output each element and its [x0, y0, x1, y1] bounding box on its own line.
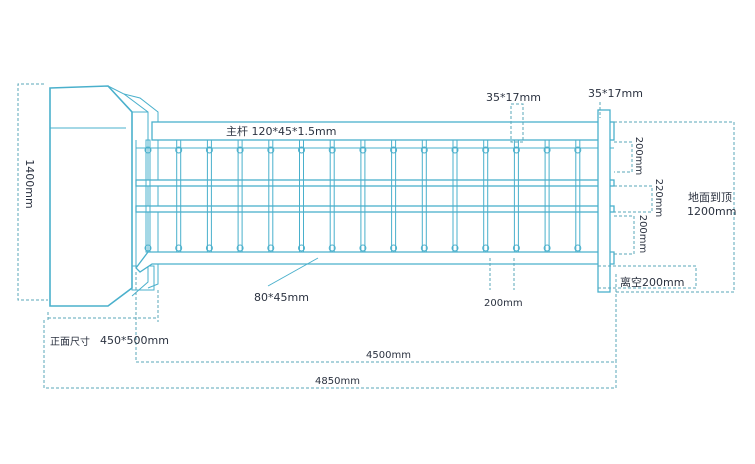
baluster-rivet: [543, 146, 551, 154]
baluster: [421, 139, 427, 253]
baluster: [391, 139, 397, 253]
dim-arm: [135, 272, 617, 363]
baluster: [483, 139, 489, 253]
baluster: [299, 139, 304, 253]
baluster-rivet: [512, 146, 520, 154]
label-gap-top: 200mm: [633, 137, 644, 176]
baluster: [544, 139, 550, 253]
label-main-bar: 主杆 120*45*1.5mm: [226, 124, 336, 138]
dim-total: [43, 320, 617, 389]
baluster-rivet: [359, 244, 367, 252]
balusters: [144, 139, 582, 253]
baluster-rivet: [328, 146, 336, 154]
baluster-rivet: [236, 244, 244, 252]
labels: 1400mm 主杆 120*45*1.5mm 35*17mm 35*17mm 2…: [23, 87, 736, 387]
label-post-right: 35*17mm: [588, 87, 643, 100]
baluster-rivet: [482, 244, 490, 252]
baluster-rivet: [512, 244, 520, 252]
label-total-length: 4850mm: [315, 376, 360, 387]
baluster: [329, 139, 335, 253]
label-post-left: 35*17mm: [486, 91, 541, 104]
label-ground-title: 地面到顶: [688, 191, 732, 204]
label-gap-low: 200mm: [637, 215, 648, 254]
baluster-rivet: [298, 244, 305, 252]
label-height: 1400mm: [23, 159, 36, 208]
baluster: [513, 139, 519, 253]
baluster: [145, 139, 151, 253]
baluster: [360, 139, 366, 253]
baluster-rivet: [451, 146, 459, 154]
baluster-rivet: [574, 146, 582, 154]
main-arm: [135, 109, 615, 293]
baluster-rivet: [205, 146, 213, 154]
label-ground-value: 1200mm: [687, 205, 736, 218]
label-rail-size: 80*45mm: [254, 291, 309, 304]
label-front-title: 正面尺寸: [50, 335, 90, 348]
baluster-rivet: [390, 146, 398, 154]
cabinet-body: [49, 85, 133, 307]
end-post: [597, 109, 611, 293]
label-clearance: 离空200mm: [620, 275, 684, 289]
baluster-rivet: [267, 244, 275, 252]
dim-gap-top: [614, 141, 633, 173]
label-spacing: 200mm: [484, 298, 523, 309]
dim-gap-mid: [614, 185, 653, 213]
dim-ground: [614, 121, 735, 293]
baluster-rivet: [144, 244, 152, 252]
baluster: [176, 139, 182, 253]
baluster: [452, 139, 458, 253]
baluster-rivet: [328, 244, 336, 252]
baluster: [237, 139, 243, 253]
cabinet-back: [123, 93, 159, 289]
label-gap-mid: 220mm: [653, 179, 664, 218]
cabinet-side: [107, 85, 149, 297]
baluster-rivet: [175, 244, 183, 252]
dim-height: [17, 83, 48, 301]
baluster-rivet: [236, 146, 244, 154]
dim-front: [47, 290, 159, 322]
dim-post-left: [510, 103, 524, 143]
baluster-rivet: [175, 146, 183, 154]
baluster-rivet: [390, 244, 398, 252]
baluster-rivet: [298, 146, 305, 154]
baluster: [575, 139, 581, 253]
dimension-lines: [17, 83, 735, 389]
label-arm-length: 4500mm: [366, 350, 411, 361]
gate-cabinet: [49, 85, 159, 307]
label-front-value: 450*500mm: [100, 334, 169, 347]
baluster-rivet: [451, 244, 459, 252]
baluster: [206, 139, 212, 253]
dim-gap-low: [614, 215, 635, 255]
baluster-rivet: [420, 146, 428, 154]
baluster-rivet: [267, 146, 275, 154]
baluster-rivet: [144, 146, 152, 154]
baluster-rivet: [482, 146, 490, 154]
lower-rail: [135, 251, 615, 273]
baluster-rivet: [574, 244, 582, 252]
baluster: [268, 139, 274, 253]
dim-spacing: [489, 258, 515, 290]
rail-leader: [267, 257, 319, 287]
baluster-rivet: [420, 244, 428, 252]
baluster-rivet: [205, 244, 213, 252]
baluster-rivet: [359, 146, 367, 154]
baluster-rivet: [543, 244, 551, 252]
main-bar: [151, 121, 615, 141]
